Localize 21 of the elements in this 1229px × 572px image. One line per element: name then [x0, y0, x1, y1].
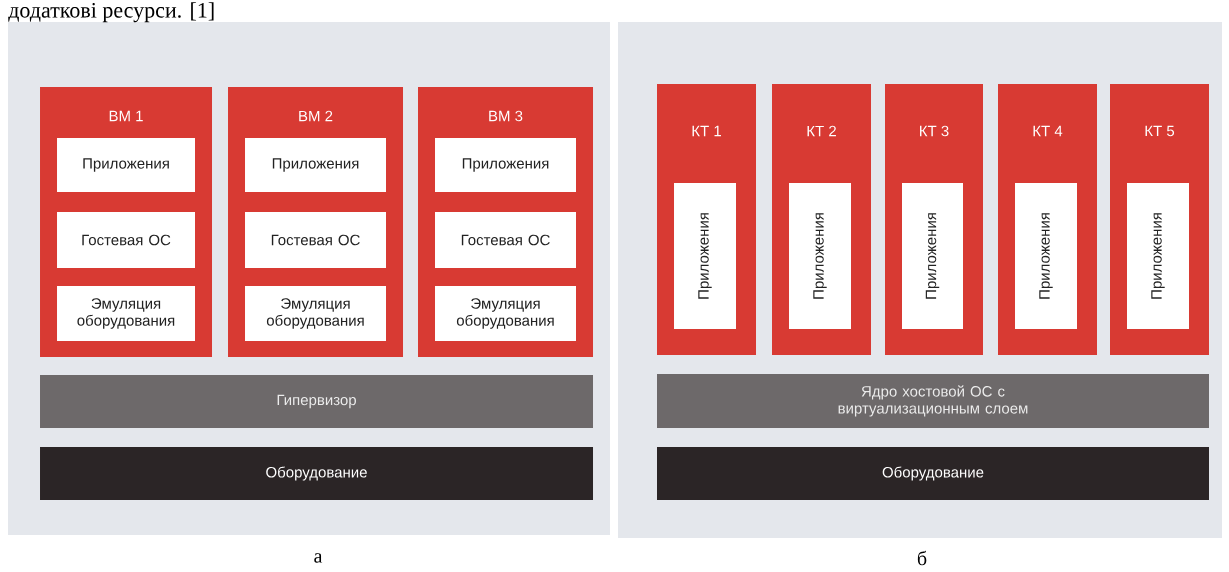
component-box: Гостевая ОС [435, 212, 576, 268]
layer-bar: Гипервизор [40, 375, 593, 428]
component-box: Приложения [1015, 183, 1077, 329]
component-box: Эмуляция оборудования [435, 286, 576, 341]
component-box: Эмуляция оборудования [57, 286, 195, 341]
component-box: Приложения [245, 138, 386, 192]
component-box: Гостевая ОС [57, 212, 195, 268]
caption-text: додаткові ресурси. [1] [8, 2, 214, 23]
component-box: Приложения [435, 138, 576, 192]
layer-bar: Оборудование [657, 447, 1209, 500]
component-box: Приложения [57, 138, 195, 192]
layer-bar: Ядро хостовой ОС с виртуализационным слоем [657, 374, 1209, 428]
component-box: Приложения [674, 183, 736, 329]
panel-letter: а [314, 553, 323, 563]
layer-bar: Оборудование [40, 447, 593, 500]
component-box: Приложения [789, 183, 851, 329]
component-box: Приложения [902, 183, 963, 329]
panel-letter: б [917, 550, 927, 566]
component-box: Приложения [1127, 183, 1189, 329]
component-box: Гостевая ОС [245, 212, 386, 268]
component-box: Эмуляция оборудования [245, 286, 386, 341]
